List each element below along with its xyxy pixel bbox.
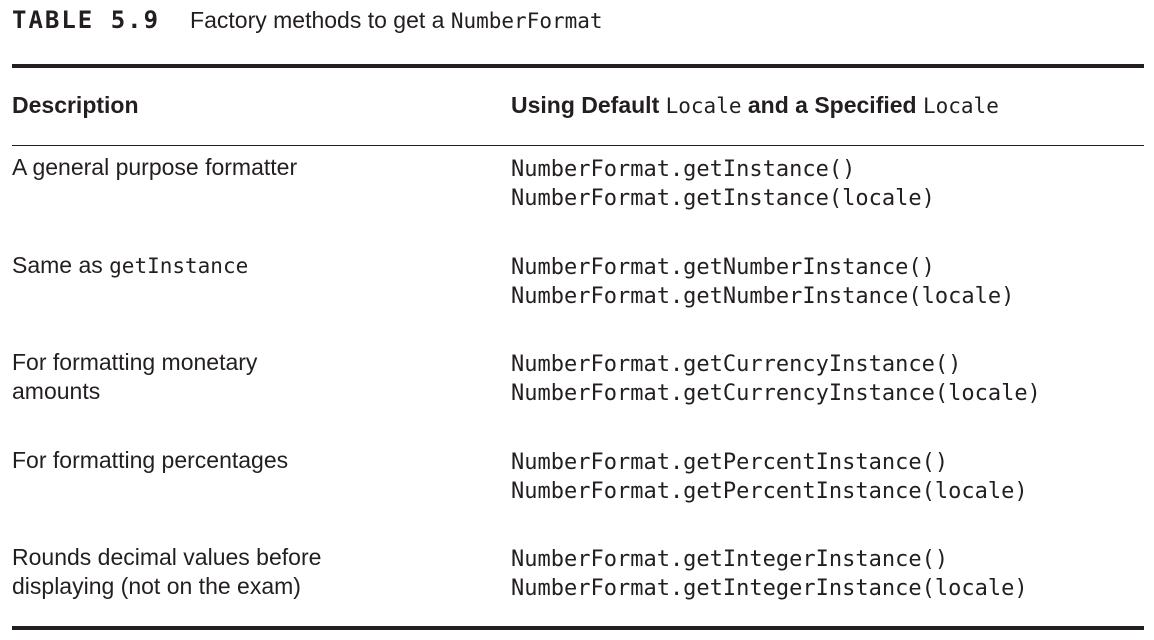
column-header-description: Description [12, 92, 139, 118]
description-code: getInstance [109, 254, 249, 278]
description-line: For formatting monetary [12, 349, 258, 375]
table-title-text: Factory methods to get a [190, 7, 451, 33]
description-line: displaying (not on the exam) [12, 573, 301, 599]
row-methods: NumberFormat.getIntegerInstance() Number… [511, 545, 1028, 603]
method-call: NumberFormat.getPercentInstance(locale) [511, 479, 1028, 504]
description-line: Same as getInstance [12, 251, 482, 281]
header-code-2: Locale [922, 94, 999, 118]
row-methods: NumberFormat.getPercentInstance() Number… [511, 448, 1028, 506]
table-title-code: NumberFormat [450, 9, 603, 33]
row-methods: NumberFormat.getInstance() NumberFormat.… [511, 155, 935, 213]
method-call: NumberFormat.getIntegerInstance(locale) [511, 576, 1028, 601]
row-description: For formatting monetary amounts [12, 348, 482, 406]
method-call: NumberFormat.getCurrencyInstance() [511, 352, 962, 377]
row-description: A general purpose formatter [12, 153, 482, 182]
method-call: NumberFormat.getPercentInstance() [511, 450, 949, 475]
row-description: Same as getInstance [12, 251, 482, 281]
description-line: amounts [12, 378, 101, 404]
header-text-2: and a Specified [741, 92, 923, 118]
row-description: Rounds decimal values before displaying … [12, 543, 482, 601]
row-methods: NumberFormat.getNumberInstance() NumberF… [511, 253, 1014, 311]
table-title: Factory methods to get a NumberFormat [190, 7, 603, 34]
row-description: For formatting percentages [12, 446, 482, 475]
method-call: NumberFormat.getIntegerInstance() [511, 547, 949, 572]
method-call: NumberFormat.getCurrencyInstance(locale) [511, 381, 1041, 406]
table-caption: TABLE 5.9 Factory methods to get a Numbe… [12, 6, 603, 36]
method-call: NumberFormat.getInstance() [511, 157, 856, 182]
description-line: For formatting percentages [12, 447, 289, 473]
description-line: Rounds decimal values before [12, 544, 322, 570]
table-top-rule [12, 64, 1144, 68]
table-bottom-rule [12, 626, 1144, 630]
description-line: A general purpose formatter [12, 154, 298, 180]
method-call: NumberFormat.getInstance(locale) [511, 186, 935, 211]
header-code-1: Locale [665, 94, 742, 118]
header-divider [12, 145, 1144, 146]
header-text-1: Using Default [511, 92, 666, 118]
method-call: NumberFormat.getNumberInstance() [511, 255, 935, 280]
table-number: TABLE 5.9 [12, 6, 161, 34]
column-header-methods: Using Default Locale and a Specified Loc… [511, 92, 999, 119]
description-text: Same as [12, 252, 110, 278]
row-methods: NumberFormat.getCurrencyInstance() Numbe… [511, 350, 1041, 408]
method-call: NumberFormat.getNumberInstance(locale) [511, 284, 1015, 309]
